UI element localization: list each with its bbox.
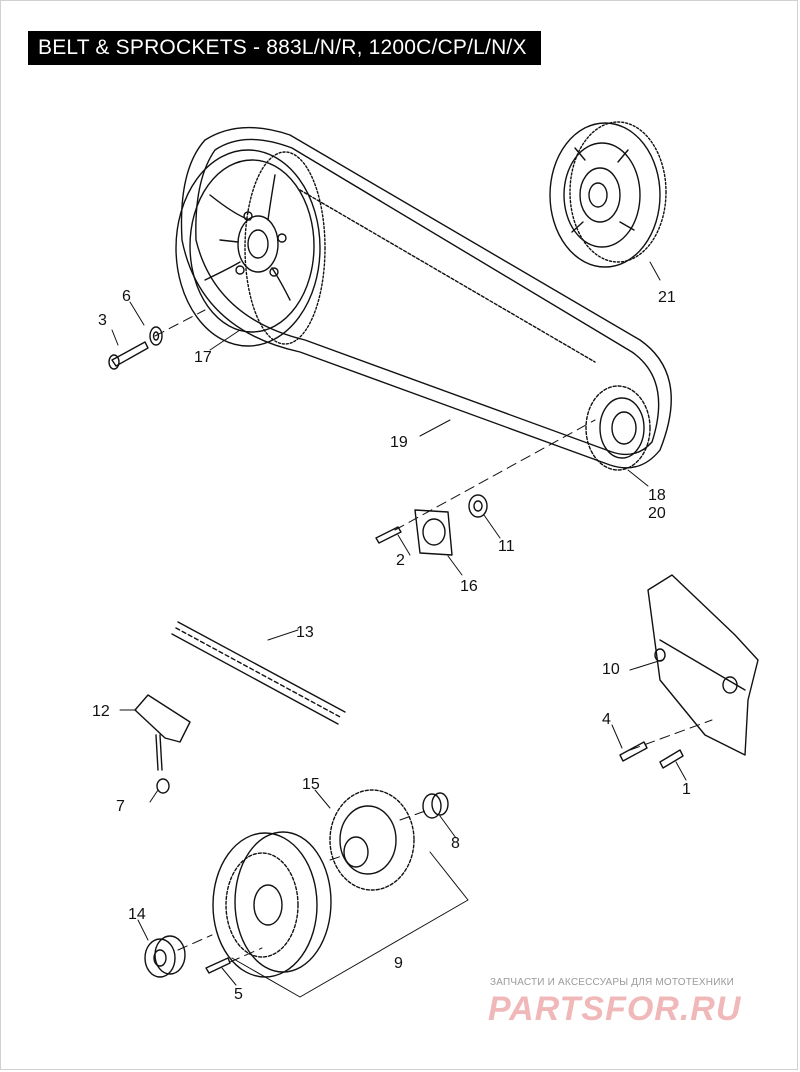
rear-pulley[interactable] — [175, 149, 326, 347]
watermark-tagline: ЗАПЧАСТИ И АКСЕССУАРЫ ДЛЯ МОТОТЕХНИКИ — [490, 977, 735, 988]
callout-8: 8 — [451, 835, 460, 852]
chain-adjuster-12[interactable] — [134, 694, 191, 771]
callout-21: 21 — [658, 289, 676, 306]
callout-13: 13 — [296, 624, 314, 641]
callout-15: 15 — [302, 776, 320, 793]
callout-7: 7 — [116, 798, 125, 815]
callout-2: 2 — [396, 552, 405, 569]
pulley-21[interactable] — [549, 121, 667, 268]
assembly-lines — [154, 309, 713, 963]
callout-18: 18 — [648, 487, 666, 504]
inspection-cover-10[interactable] — [647, 574, 759, 756]
callout-12: 12 — [92, 703, 110, 720]
callout-5: 5 — [234, 986, 243, 1003]
nut-7[interactable] — [156, 778, 170, 794]
primary-chain-13[interactable] — [171, 621, 346, 725]
callout-19: 19 — [390, 434, 408, 451]
callout-11: 11 — [498, 538, 515, 555]
bolt-2[interactable] — [375, 526, 402, 544]
callout-16: 16 — [460, 578, 478, 595]
bearing-14[interactable] — [144, 935, 186, 978]
page-title: BELT & SPROCKETS - 883L/N/R, 1200C/CP/L/… — [28, 31, 541, 65]
callout-3: 3 — [98, 312, 107, 329]
leader-lines — [111, 261, 687, 986]
callout-14: 14 — [128, 906, 146, 923]
callout-4: 4 — [602, 711, 611, 728]
drive-belt[interactable] — [180, 126, 672, 469]
bolt-3[interactable] — [108, 341, 149, 370]
callout-17: 17 — [194, 349, 212, 366]
callout-10: 10 — [602, 661, 620, 678]
screw-4[interactable] — [619, 741, 648, 762]
callout-1: 1 — [682, 781, 691, 798]
lock-plate-16[interactable] — [414, 509, 453, 556]
washer-6[interactable] — [149, 326, 163, 346]
callout-20: 20 — [648, 505, 666, 522]
clutch-shell-9[interactable] — [212, 831, 332, 978]
callout-9: 9 — [394, 955, 403, 972]
watermark-logo: PARTSFOR.RU — [488, 990, 742, 1028]
screw-5[interactable] — [205, 957, 231, 974]
front-sprocket[interactable] — [585, 385, 651, 471]
screw-1[interactable] — [659, 749, 684, 769]
engine-sprocket-15[interactable] — [329, 789, 415, 891]
nut-11[interactable] — [468, 494, 488, 518]
callout-6: 6 — [122, 288, 131, 305]
bracket-9 — [231, 851, 469, 998]
spacer-8[interactable] — [422, 792, 449, 819]
